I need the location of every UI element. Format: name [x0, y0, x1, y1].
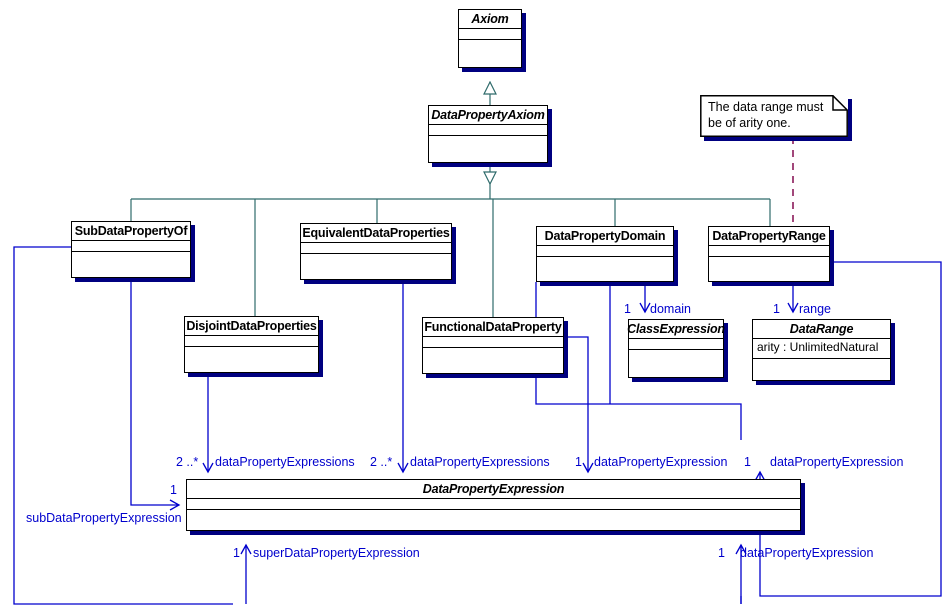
note-arity[interactable]: The data range must be of arity one. — [700, 95, 848, 137]
label-range-role: range — [799, 302, 831, 316]
label-disjoint-card: 2 ..* — [176, 455, 199, 469]
label-domain-card: 1 — [624, 302, 631, 316]
class-name-functionaldataproperty: FunctionalDataProperty — [423, 318, 563, 337]
label-super-role: superDataPropertyExpression — [253, 546, 420, 560]
label-domain-expr-card: 1 — [718, 546, 725, 560]
class-ops-datapropertyrange — [709, 257, 829, 280]
class-attrs-datapropertyaxiom — [429, 125, 547, 136]
class-box-datapropertydomain[interactable]: DataPropertyDomain — [536, 226, 674, 282]
label-equivalent-card: 2 ..* — [370, 455, 393, 469]
class-name-datapropertyexpression: DataPropertyExpression — [187, 480, 800, 499]
class-name-datapropertyaxiom: DataPropertyAxiom — [429, 106, 547, 125]
class-attrs-axiom — [459, 29, 521, 40]
class-name-datapropertydomain: DataPropertyDomain — [537, 227, 673, 246]
class-name-equivalentdataproperties: EquivalentDataProperties — [301, 224, 451, 243]
class-name-disjointdataproperties: DisjointDataProperties — [185, 317, 318, 336]
class-box-datapropertyrange[interactable]: DataPropertyRange — [708, 226, 830, 282]
label-sub-role: subDataPropertyExpression — [26, 511, 182, 525]
class-ops-subdatapropertyof — [72, 252, 190, 276]
class-name-classexpression: ClassExpression — [627, 320, 725, 339]
label-equivalent-role: dataPropertyExpressions — [410, 455, 550, 469]
label-range-expr-role: dataPropertyExpression — [770, 455, 904, 469]
note-text: The data range must be of arity one. — [708, 100, 824, 130]
class-ops-datapropertyexpression — [187, 510, 800, 529]
label-disjoint-role: dataPropertyExpressions — [215, 455, 355, 469]
class-ops-datapropertyaxiom — [429, 136, 547, 161]
label-super-card: 1 — [233, 546, 240, 560]
class-box-equivalentdataproperties[interactable]: EquivalentDataProperties — [300, 223, 452, 280]
label-domain-expr-role: dataPropertyExpression — [740, 546, 874, 560]
class-box-axiom[interactable]: Axiom — [458, 9, 522, 68]
label-range-expr-card: 1 — [744, 455, 751, 469]
class-attrs-datapropertyexpression — [187, 499, 800, 510]
class-box-classexpression[interactable]: ClassExpression — [627, 319, 725, 378]
class-attrs-datapropertydomain — [537, 246, 673, 257]
class-name-axiom: Axiom — [459, 10, 521, 29]
class-box-datarange[interactable]: DataRange arity : UnlimitedNatural — [752, 319, 891, 381]
note-shape — [700, 95, 848, 137]
attr-arity: arity : UnlimitedNatural — [757, 340, 879, 354]
label-sub-card: 1 — [170, 483, 177, 497]
class-attrs-equivalentdataproperties — [301, 243, 451, 254]
assoc-sub-expression — [13, 246, 233, 605]
class-ops-functionaldataproperty — [423, 348, 563, 372]
class-name-datapropertyrange: DataPropertyRange — [709, 227, 829, 246]
label-functional-role: dataPropertyExpression — [594, 455, 728, 469]
class-ops-datarange — [753, 359, 890, 379]
class-attrs-classexpression — [629, 339, 723, 350]
class-attrs-subdatapropertyof — [72, 241, 190, 252]
class-name-subdatapropertyof: SubDataPropertyOf — [72, 222, 190, 241]
class-box-datapropertyexpression[interactable]: DataPropertyExpression — [186, 479, 801, 531]
class-box-subdatapropertyof[interactable]: SubDataPropertyOf — [71, 221, 191, 278]
assoc-functional-expression — [564, 336, 594, 474]
class-ops-classexpression — [629, 350, 723, 376]
class-ops-datapropertydomain — [537, 257, 673, 280]
class-attrs-datarange: arity : UnlimitedNatural — [753, 339, 890, 359]
class-attrs-functionaldataproperty — [423, 337, 563, 348]
label-functional-card: 1 — [575, 455, 582, 469]
class-ops-axiom — [459, 40, 521, 66]
class-attrs-disjointdataproperties — [185, 336, 318, 347]
class-box-datapropertyaxiom[interactable]: DataPropertyAxiom — [428, 105, 548, 163]
label-range-card: 1 — [773, 302, 780, 316]
class-attrs-datapropertyrange — [709, 246, 829, 257]
label-domain-role: domain — [650, 302, 691, 316]
class-ops-equivalentdataproperties — [301, 254, 451, 278]
class-ops-disjointdataproperties — [185, 347, 318, 371]
class-box-functionaldataproperty[interactable]: FunctionalDataProperty — [422, 317, 564, 374]
class-name-datarange: DataRange — [753, 320, 890, 339]
class-box-disjointdataproperties[interactable]: DisjointDataProperties — [184, 316, 319, 373]
